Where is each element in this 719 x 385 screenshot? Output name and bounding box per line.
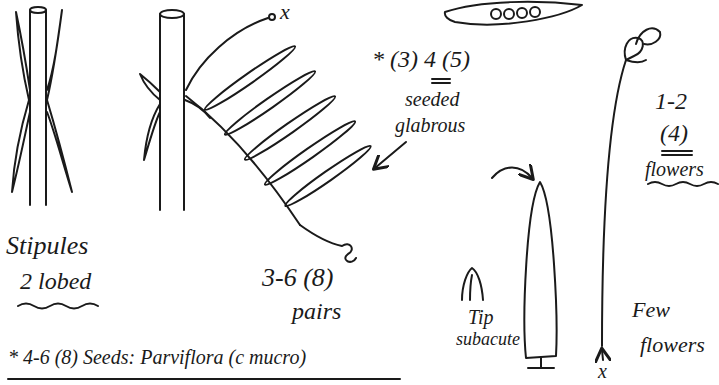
annotation-label: Stipules (6, 232, 88, 261)
pointer-arrow (375, 142, 406, 168)
seed-pod (445, 2, 582, 25)
stem-with-leaf (140, 10, 373, 262)
annotation-label: x (280, 0, 290, 24)
annotation-label: seeded (405, 88, 459, 110)
annotation-label: 1-2 (655, 88, 687, 114)
annotation-label: pairs (292, 298, 341, 324)
double-underline (662, 151, 692, 155)
annotation-label: * 4-6 (8) Seeds: Parviflora (c mucro) (8, 346, 306, 368)
annotation-label: 3-6 (8) (262, 264, 333, 293)
annotation-label: (4) (660, 120, 688, 146)
annotation-label: * (3) 4 (5) (372, 46, 470, 72)
wavy-underline (18, 304, 98, 309)
underline (8, 378, 400, 380)
stem-with-stipules (12, 7, 72, 205)
annotation-label: Few (632, 298, 670, 322)
annotation-label: flowers (645, 158, 704, 180)
annotation-label: glabrous (395, 114, 465, 136)
double-underline (432, 79, 450, 83)
annotation-label: x (598, 360, 607, 382)
wavy-underline (648, 182, 718, 186)
annotation-label: 2 lobed (20, 268, 91, 294)
annotation-label: flowers (640, 333, 705, 357)
annotation-label: Tip (468, 306, 494, 328)
annotation-label: subacute (456, 330, 520, 350)
